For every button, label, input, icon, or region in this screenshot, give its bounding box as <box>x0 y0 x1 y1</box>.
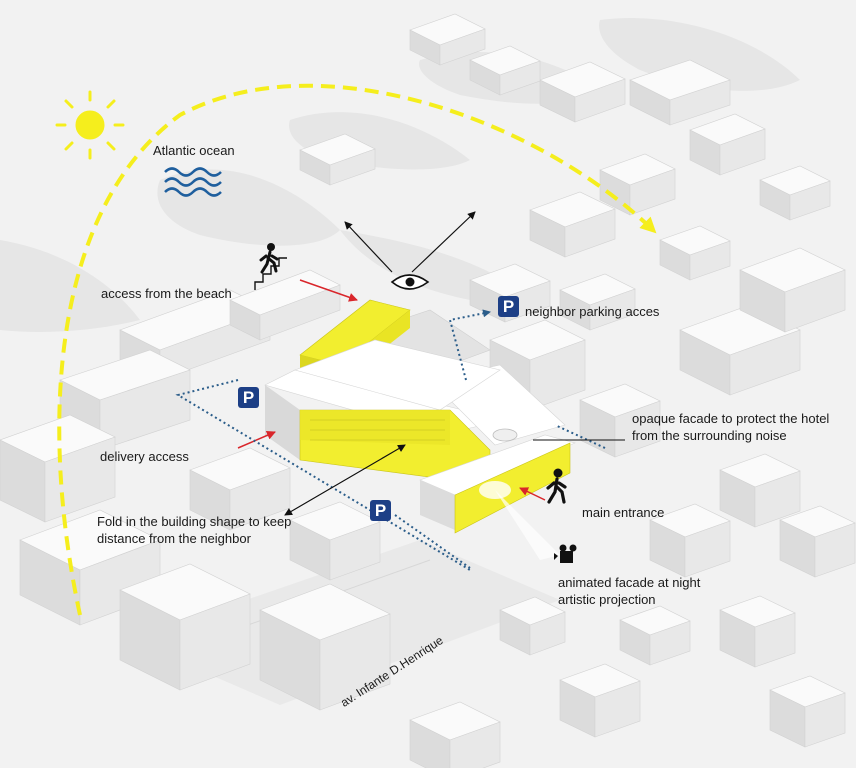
beach-access-arrow <box>299 279 358 302</box>
beach-access-label: access from the beach <box>101 286 232 301</box>
opaque-facade-label: opaque facade to protect the hotel from … <box>632 411 830 443</box>
dotted-boundaries <box>175 309 606 571</box>
pedestrian-stairs-icon <box>254 243 287 290</box>
delivery-access-arrow <box>237 431 276 449</box>
fold-label: Fold in the building shape to keep dista… <box>97 514 292 546</box>
parking-icon-neighbor: P <box>498 296 519 317</box>
sun-icon <box>55 90 125 160</box>
projection-cone <box>495 490 560 560</box>
projector-icon <box>554 544 577 563</box>
pedestrian-icon <box>546 468 567 504</box>
hotel-building <box>264 299 576 534</box>
sun-path <box>57 83 657 616</box>
view-arrow-right <box>411 211 476 273</box>
ocean-label: Atlantic ocean <box>153 143 235 158</box>
eye-icon <box>390 274 430 290</box>
leader-lines <box>284 439 625 516</box>
waves-icon <box>164 167 222 197</box>
neighbor-parking-label: neighbor parking acces <box>525 304 660 319</box>
animated-facade-label: animated facade at night artistic projec… <box>558 575 701 607</box>
delivery-access-label: delivery access <box>100 449 189 464</box>
view-arrow-left <box>344 221 393 273</box>
context-buildings <box>0 13 856 768</box>
main-entrance-arrow <box>519 487 546 501</box>
parking-icon-delivery: P <box>238 387 259 408</box>
main-entrance-label: main entrance <box>582 505 665 520</box>
parking-icon-front: P <box>370 500 391 521</box>
